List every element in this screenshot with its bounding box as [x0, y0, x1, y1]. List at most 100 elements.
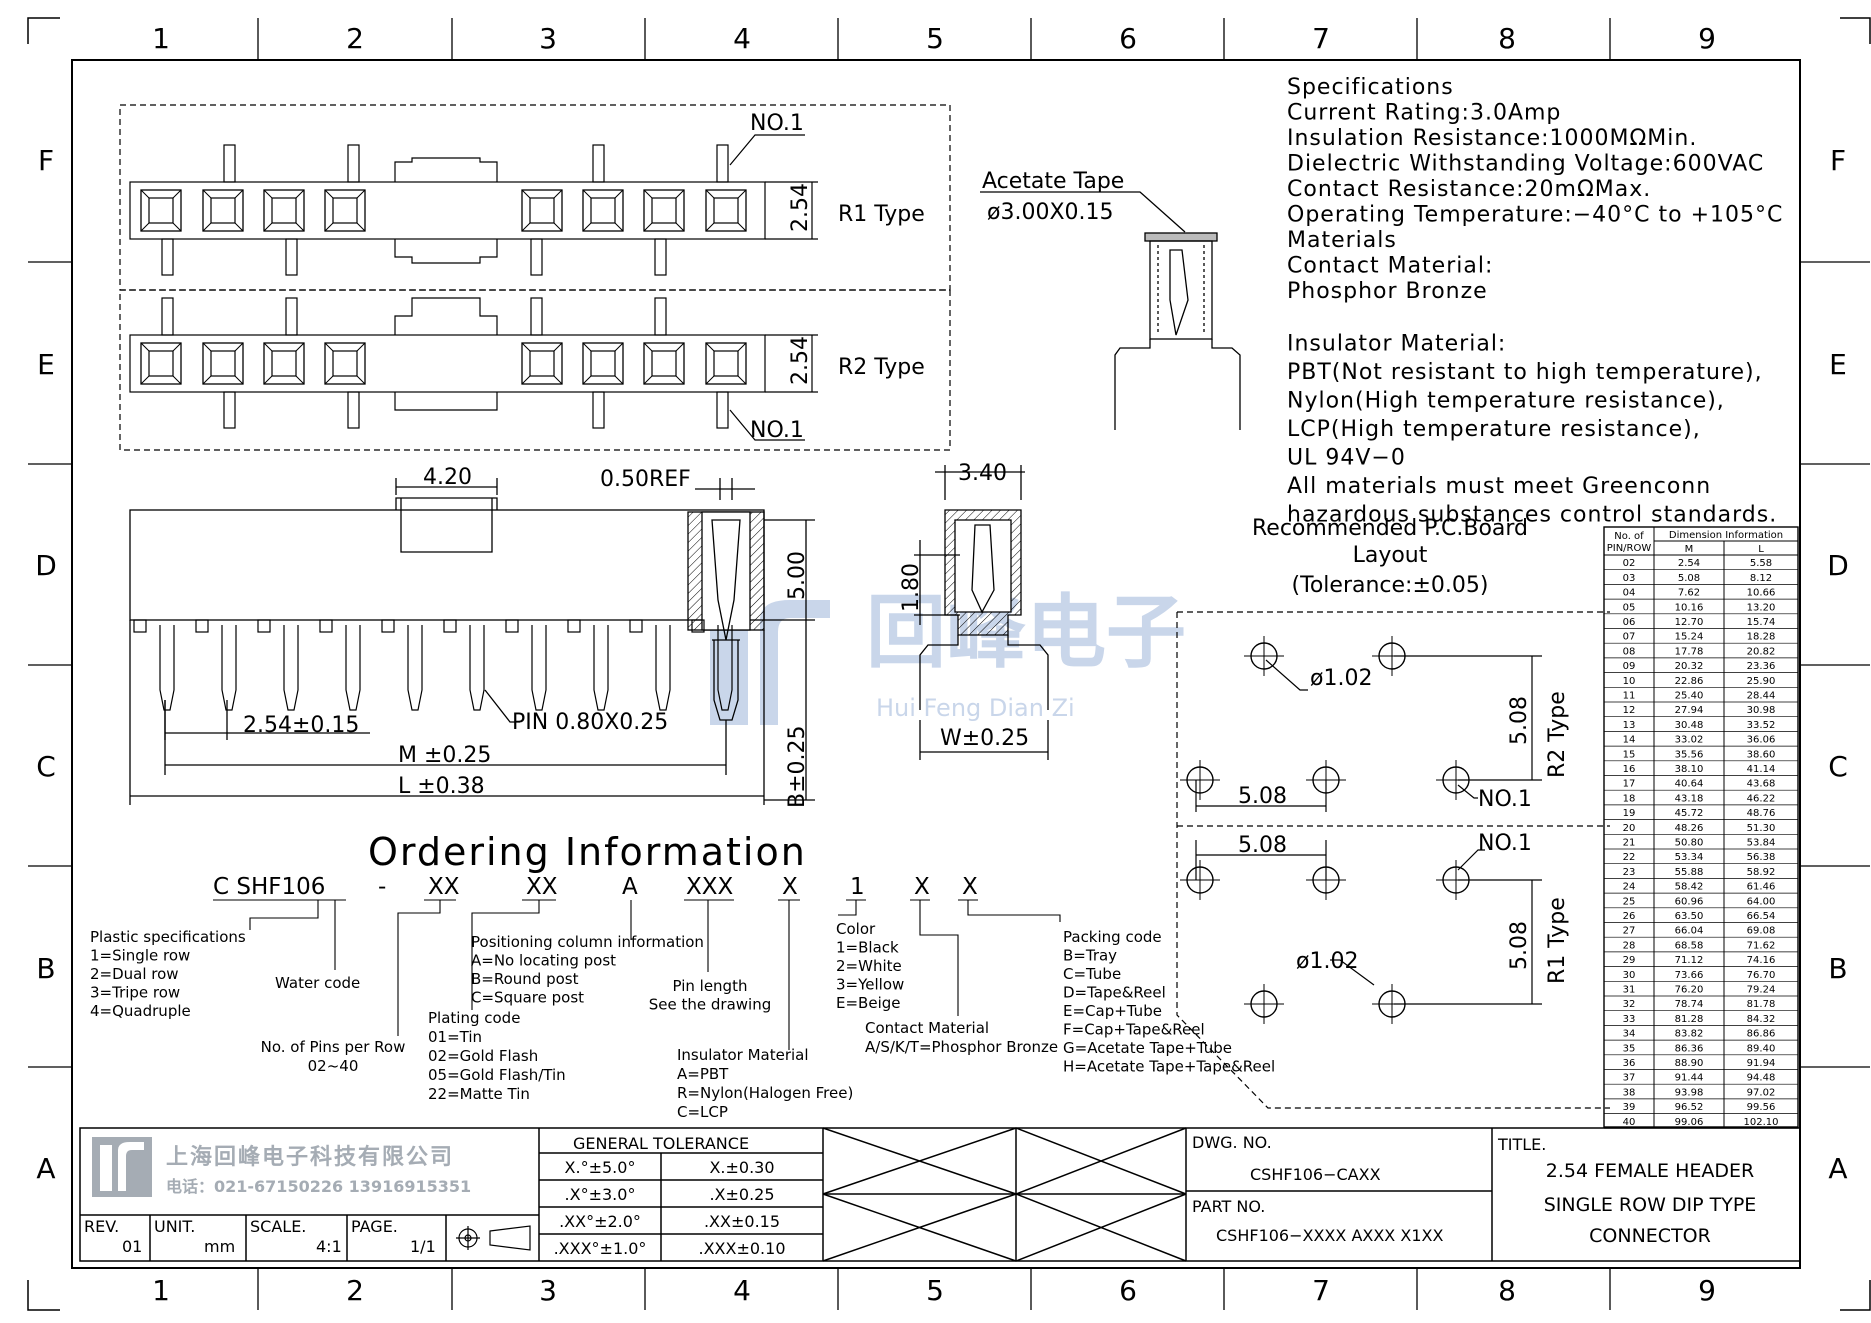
table-cell: 33.02 [1675, 735, 1704, 746]
zone-col-1: 1 [152, 22, 170, 55]
table-header: L [1758, 544, 1764, 555]
dim-420: 4.20 [423, 465, 472, 490]
table-cell: 91.94 [1747, 1058, 1776, 1069]
ordering-title: Ordering Information [368, 830, 807, 874]
ordering-packing-line: H=Acetate Tape+Tape&Reel [1063, 1058, 1275, 1076]
table-cell: 05 [1623, 602, 1636, 613]
table-cell: 41.14 [1747, 764, 1776, 775]
table-cell: 71.12 [1675, 955, 1704, 966]
zone-col-3-bottom: 3 [539, 1274, 557, 1307]
table-cell: 58.42 [1675, 882, 1704, 893]
acetate-size: ø3.00X0.15 [987, 200, 1114, 225]
table-cell: 12.70 [1675, 617, 1704, 628]
spec-line: Insulator Material: [1287, 332, 1506, 357]
ordering-positioning-line: Positioning column information [471, 933, 704, 951]
table-cell: 53.34 [1675, 852, 1704, 863]
side-standoff [319, 619, 333, 633]
pcb-hole [1180, 760, 1220, 800]
table-cell: 02 [1623, 558, 1636, 569]
table-cell: 38.10 [1675, 764, 1704, 775]
table-cell: 81.28 [1675, 1014, 1704, 1025]
table-cell: 39 [1623, 1102, 1636, 1113]
ordering-plating-line: 01=Tin [428, 1028, 482, 1046]
r2-pin-top [530, 297, 543, 336]
title-text: 2.54 FEMALE HEADER SINGLE ROW DIP TYPE C… [1544, 1160, 1757, 1247]
table-cell: 86.36 [1675, 1043, 1704, 1054]
zone-row-b-right: B [1828, 952, 1847, 985]
ordering-pinlen-line: Pin length [673, 977, 748, 995]
side-pins [133, 619, 733, 711]
zone-col-5: 5 [926, 22, 944, 55]
table-cell: 48.76 [1747, 808, 1776, 819]
ordering-pins-line: 02~40 [308, 1057, 359, 1075]
r2-dashed-frame [119, 289, 951, 451]
pcb-hole [1372, 984, 1412, 1024]
side-standoff [443, 619, 457, 633]
spec-line: PBT(Not resistant to high temperature), [1287, 360, 1763, 385]
ordering-packing-line: Packing code [1063, 928, 1162, 946]
table-cell: 8.12 [1750, 573, 1772, 584]
table-cell: 23 [1623, 867, 1636, 878]
table-cell: 79.24 [1747, 985, 1776, 996]
table-cell: 68.58 [1675, 940, 1704, 951]
r1-pin-bottom [530, 238, 543, 276]
zone-col-2: 2 [346, 22, 364, 55]
zone-row-f-right: F [1830, 144, 1846, 177]
tol-2-linear: .X±0.25 [709, 1185, 774, 1204]
table-cell: 36 [1623, 1058, 1636, 1069]
corner-marks [27, 17, 1871, 1311]
table-cell: 30.48 [1675, 720, 1704, 731]
r1-contact-cell [140, 189, 182, 232]
table-cell: 50.80 [1675, 838, 1704, 849]
dim-500: 5.00 [785, 551, 810, 600]
table-cell: 10.66 [1747, 588, 1776, 599]
pcb-layout [1176, 611, 1610, 1109]
acetate-tape [1144, 232, 1218, 242]
acetate-view [980, 191, 1241, 430]
ordering-pins-line: No. of Pins per Row [261, 1038, 406, 1056]
table-cell: 66.54 [1747, 911, 1776, 922]
table-cell: 09 [1623, 661, 1636, 672]
side-pin [221, 625, 237, 711]
inner-border [71, 59, 1801, 1269]
table-cell: 93.98 [1675, 1087, 1704, 1098]
ordering-packing-line: C=Tube [1063, 965, 1121, 983]
r2-contact-cell [140, 342, 182, 385]
table-cell: 40 [1623, 1117, 1636, 1128]
pcb-title-2: Layout [1353, 543, 1428, 568]
zone-col-4-bottom: 4 [733, 1274, 751, 1307]
zone-col-4: 4 [733, 22, 751, 55]
table-cell: 20 [1623, 823, 1636, 834]
table-cell: 27.94 [1675, 705, 1704, 716]
zone-row-e: E [37, 348, 55, 381]
table-cell: 55.88 [1675, 867, 1704, 878]
r2-pitch-dim: 2.54 [788, 336, 813, 385]
ordering-plastic-line: 3=Tripe row [90, 984, 180, 1002]
r1-pin-top [716, 144, 729, 183]
ordering-plastic-line: Plastic specifications [90, 928, 246, 946]
ordering-plating-line: 02=Gold Flash [428, 1047, 538, 1065]
ordering-color-line: 1=Black [836, 939, 899, 957]
acetate-labels: Acetate Tape ø3.00X0.15 [982, 169, 1124, 225]
table-cell: 56.38 [1747, 852, 1776, 863]
zone-row-a: A [36, 1152, 55, 1185]
table-cell: 06 [1623, 617, 1636, 628]
table-cell: 18 [1623, 793, 1636, 804]
ordering-water: Water code [275, 974, 360, 992]
r1-contact-cell [643, 189, 685, 232]
zone-row-b: B [36, 952, 55, 985]
side-pin [159, 625, 175, 711]
table-cell: 38.60 [1747, 749, 1776, 760]
r1-type-label: R1 Type [838, 202, 925, 227]
dim-050ref: 0.50REF [600, 467, 691, 492]
pcb-hole [1436, 860, 1476, 900]
table-cell: 03 [1623, 573, 1636, 584]
r1-key [394, 157, 498, 182]
table-cell: 30 [1623, 970, 1636, 981]
zone-col-9-bottom: 9 [1698, 1274, 1716, 1307]
spec-line: All materials must meet Greenconn [1287, 474, 1711, 499]
table-cell: 36.06 [1747, 735, 1776, 746]
pcb-hole [1244, 984, 1284, 1024]
zone-col-8-bottom: 8 [1498, 1274, 1516, 1307]
